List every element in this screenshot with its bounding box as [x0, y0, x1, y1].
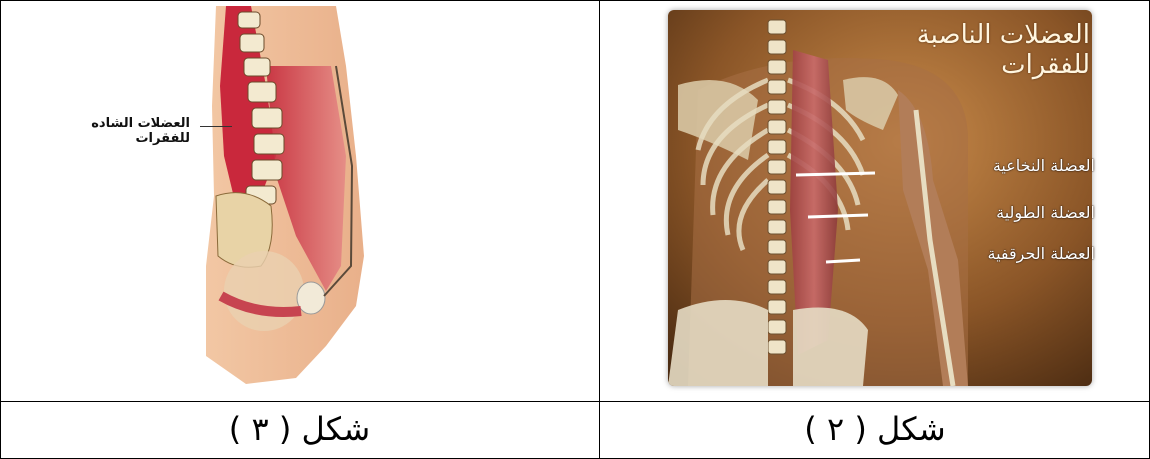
longissimus-label: العضلة الطولية [905, 203, 1095, 222]
iliocostalis-label: العضلة الحرقفية [905, 244, 1095, 263]
spine-side-view-illustration [206, 6, 371, 384]
spinalis-label: العضلة النخاعية [905, 156, 1095, 175]
label-leader-line [200, 126, 232, 127]
caption-row-divider [0, 401, 1150, 402]
figure-3-caption: شكل ( ٣ ) [0, 405, 599, 453]
column-divider [599, 0, 600, 459]
figure-2-caption: شكل ( ٢ ) [600, 405, 1150, 453]
erector-muscles-label: العضلات الشاده للفقرات [50, 116, 190, 146]
figure-2-title: العضلات الناصبة للفقرات [820, 20, 1090, 80]
